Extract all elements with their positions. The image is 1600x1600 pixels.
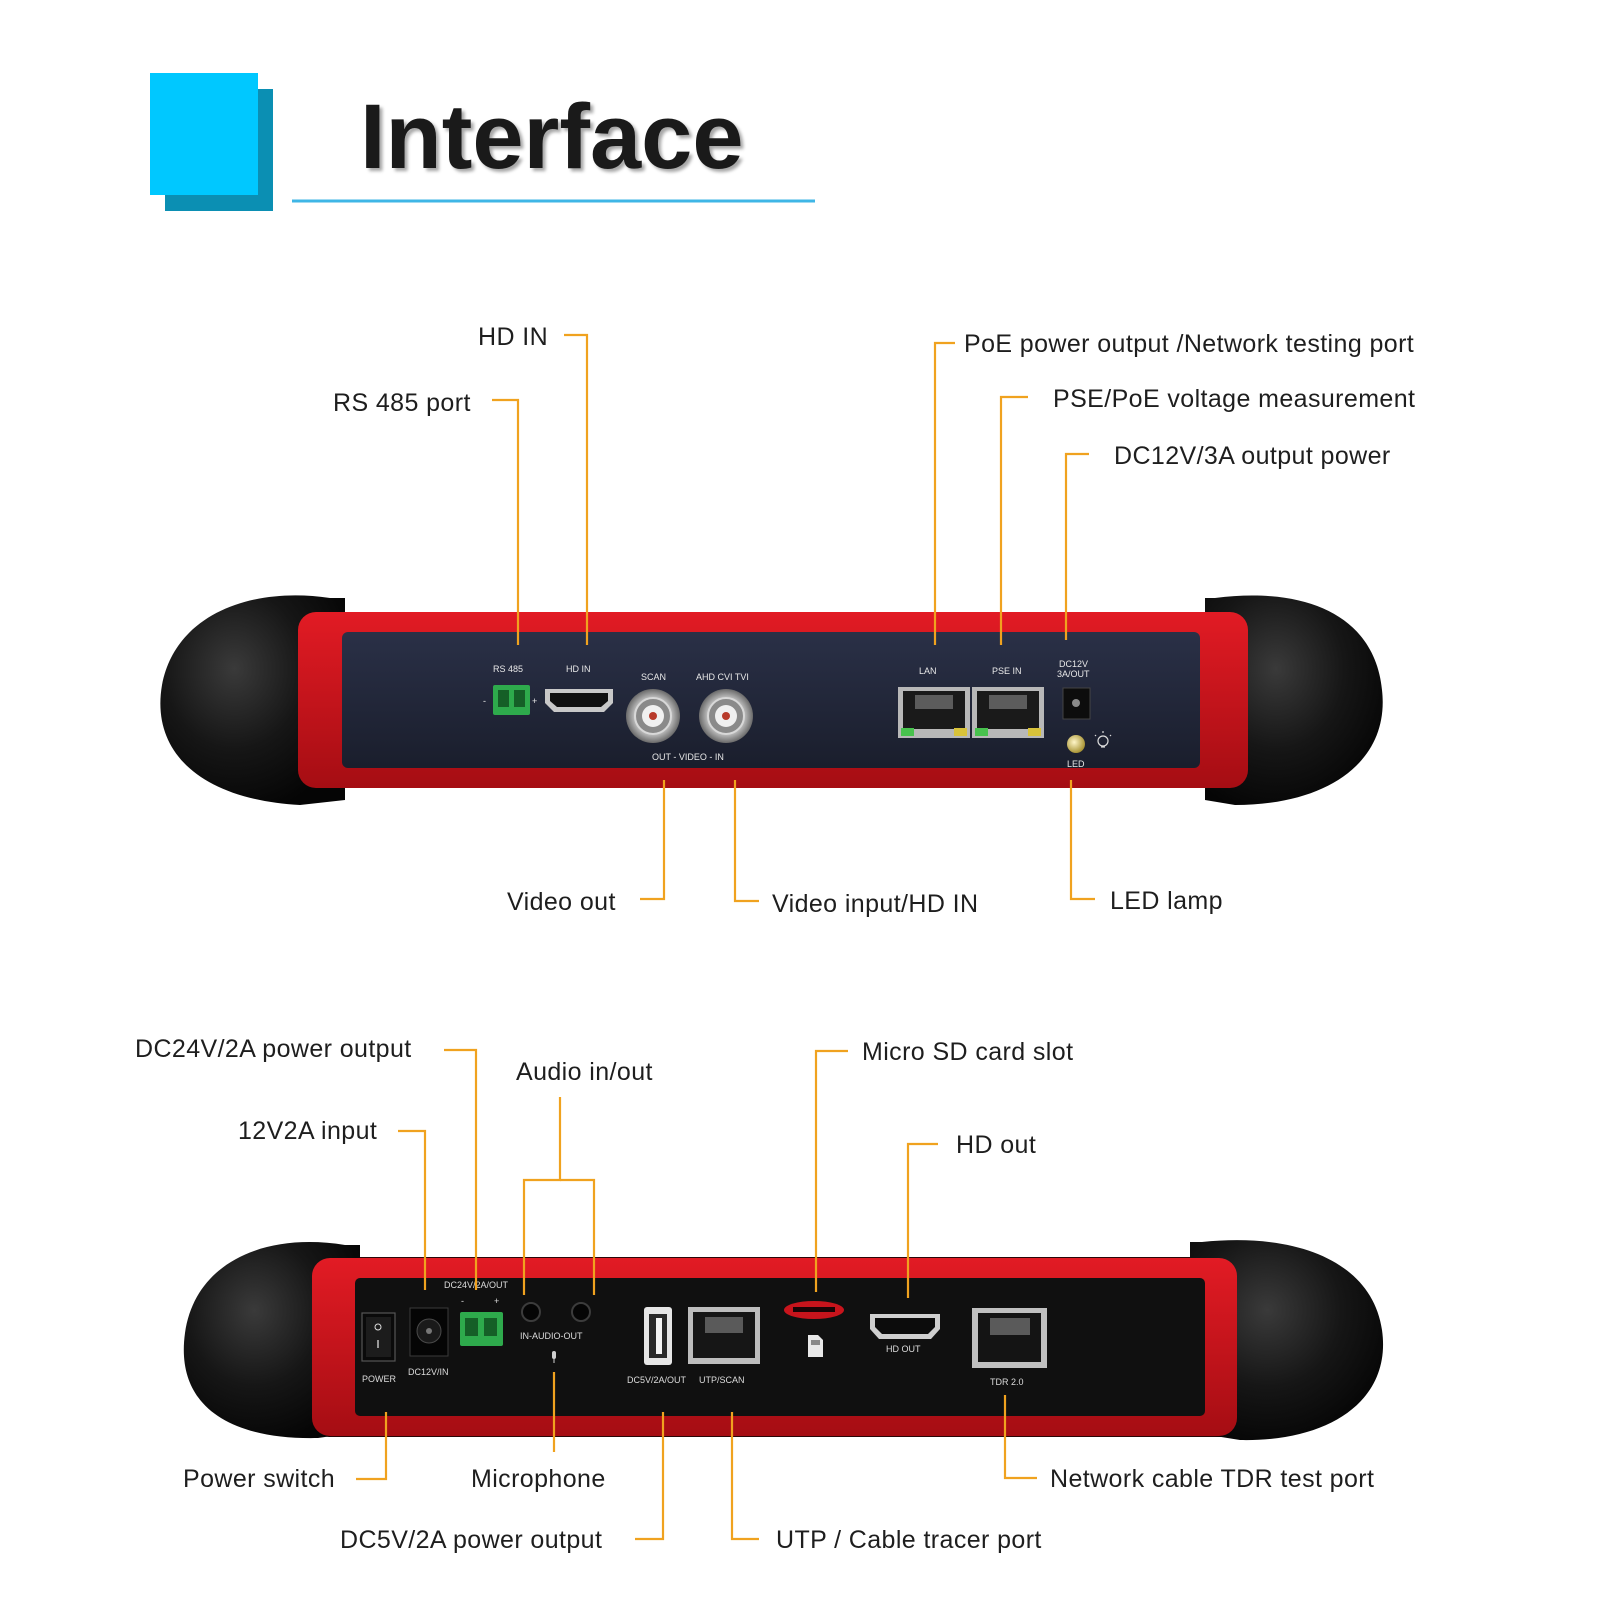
title-accent-square <box>150 73 258 195</box>
hdmi-in-port <box>545 689 613 712</box>
lan-silk: LAN <box>919 666 937 676</box>
callout-hd-in: HD IN <box>478 323 548 351</box>
leader-video-in <box>733 780 759 903</box>
leader-led <box>1069 780 1095 901</box>
rs485-plus-silk: + <box>532 696 537 706</box>
tdr-port <box>972 1308 1047 1368</box>
callout-tdr: Network cable TDR test port <box>1050 1465 1374 1493</box>
audio-in-jack <box>521 1302 541 1322</box>
outvideoin-silk: OUT - VIDEO - IN <box>652 752 724 762</box>
bottom-callouts: DC24V/2A power output Audio in/out Micro… <box>135 1035 1374 1554</box>
callout-dc5: DC5V/2A power output <box>340 1526 602 1554</box>
bottom-device: POWER DC12V/IN DC24V/2A/OUT - + IN-AUDIO… <box>183 1240 1384 1441</box>
sd-card-icon <box>808 1335 823 1357</box>
callout-dc12: DC12V/3A output power <box>1114 442 1391 470</box>
callout-rs485: RS 485 port <box>333 389 471 417</box>
dc24-minus-silk: - <box>461 1296 464 1306</box>
utp-scan-port <box>688 1307 760 1364</box>
callout-poe: PoE power output /Network testing port <box>964 330 1414 358</box>
hdin-silk: HD IN <box>566 664 591 674</box>
dc12b-silk: 3A/OUT <box>1057 669 1090 679</box>
bottom-port-panel <box>355 1278 1205 1416</box>
leader-hd-in <box>564 333 589 645</box>
callout-dc24: DC24V/2A power output <box>135 1035 412 1063</box>
leader-rs485 <box>492 398 520 645</box>
bnc-video-out <box>626 689 680 743</box>
callout-pse: PSE/PoE voltage measurement <box>1053 385 1415 413</box>
callout-video-in: Video input/HD IN <box>772 890 978 918</box>
rs485-minus-silk: - <box>483 696 486 706</box>
power-switch <box>361 1312 396 1362</box>
top-device: RS 485 - + HD IN SCAN AHD CVI TVI OUT - … <box>160 595 1383 805</box>
usb-port <box>644 1307 672 1365</box>
leader-utp <box>730 1412 759 1541</box>
bottom-leaders <box>356 1048 1037 1541</box>
audio-silk: IN-AUDIO-OUT <box>520 1331 583 1341</box>
callout-video-out: Video out <box>507 888 616 916</box>
scan-silk: SCAN <box>641 672 666 682</box>
top-leaders <box>492 333 1095 903</box>
leader-dc12 <box>1064 452 1089 640</box>
dc24-plus-silk: + <box>494 1296 499 1306</box>
leader-dc24 <box>444 1048 478 1290</box>
dc24v-terminal <box>460 1312 503 1346</box>
header: Interface <box>150 73 815 211</box>
power-silk: POWER <box>362 1374 397 1384</box>
dc12v-output-jack <box>1062 687 1091 720</box>
leader-dc5 <box>635 1412 665 1541</box>
led-lamp <box>1067 735 1085 753</box>
ahd-silk: AHD CVI TVI <box>696 672 749 682</box>
callout-sd: Micro SD card slot <box>862 1038 1073 1066</box>
microphone-icon <box>552 1351 556 1363</box>
leader-audio-b <box>560 1178 596 1295</box>
leader-pse <box>999 395 1028 645</box>
lan-port <box>898 687 970 738</box>
dc12in-silk: DC12V/IN <box>408 1367 449 1377</box>
dc5-silk: DC5V/2A/OUT <box>627 1375 687 1385</box>
leader-power <box>356 1412 388 1481</box>
led-silk: LED <box>1067 759 1085 769</box>
leader-video-out <box>640 780 666 901</box>
dc12v-input-jack <box>409 1307 449 1357</box>
rs485-terminal <box>493 685 530 715</box>
psein-silk: PSE IN <box>992 666 1022 676</box>
leader-tdr <box>1003 1395 1037 1480</box>
leader-sd <box>814 1049 848 1292</box>
callout-led: LED lamp <box>1110 887 1223 915</box>
micro-sd-slot <box>784 1301 844 1319</box>
audio-out-jack <box>571 1302 591 1322</box>
leader-hdout <box>906 1142 938 1298</box>
callout-mic: Microphone <box>471 1465 606 1493</box>
page-title: Interface <box>360 86 744 188</box>
dc12a-silk: DC12V <box>1059 659 1088 669</box>
leader-audio <box>522 1097 562 1295</box>
tdr-silk: TDR 2.0 <box>990 1377 1024 1387</box>
bulb-icon <box>1094 731 1112 748</box>
callout-in12: 12V2A input <box>238 1117 377 1145</box>
utp-silk: UTP/SCAN <box>699 1375 745 1385</box>
bnc-video-in <box>699 689 753 743</box>
rs485-silk: RS 485 <box>493 664 523 674</box>
callout-hdout: HD out <box>956 1131 1036 1159</box>
hdmi-out-port <box>870 1314 940 1339</box>
callout-power: Power switch <box>183 1465 335 1493</box>
right-bumper <box>1205 595 1383 805</box>
pse-in-port <box>972 687 1044 738</box>
right-bumper-2 <box>1190 1240 1384 1441</box>
callout-audio: Audio in/out <box>516 1058 653 1086</box>
callout-utp: UTP / Cable tracer port <box>776 1526 1042 1554</box>
hdout-silk: HD OUT <box>886 1344 921 1354</box>
leader-in12 <box>398 1129 427 1290</box>
top-callouts: HD IN RS 485 port PoE power output /Netw… <box>333 323 1415 918</box>
leader-poe <box>933 341 955 645</box>
